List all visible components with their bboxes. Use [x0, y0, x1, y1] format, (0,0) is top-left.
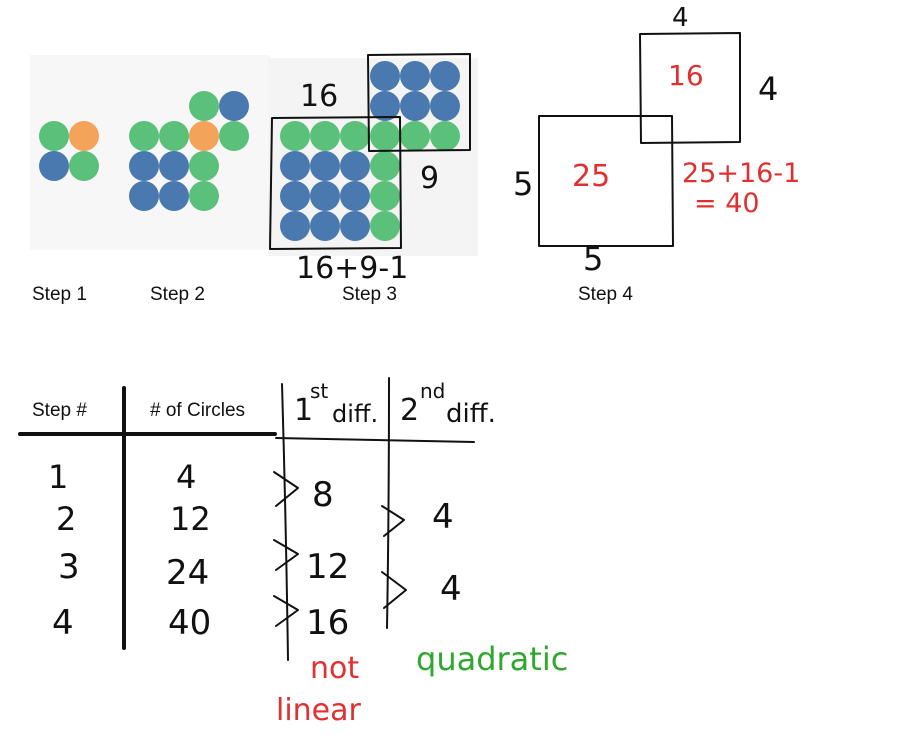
first-diff-3: 16 — [306, 603, 349, 643]
step2-circle — [189, 91, 219, 121]
step3-circle — [340, 211, 370, 241]
step3-circle — [280, 121, 310, 151]
step3-circle — [280, 151, 310, 181]
note-not-label: not — [310, 651, 359, 686]
step2-circle — [189, 151, 219, 181]
step3-circle — [340, 121, 370, 151]
step3-circle — [310, 121, 340, 151]
note-linear-label: linear — [276, 693, 362, 728]
header-second-diff-text: diff. — [446, 399, 496, 429]
step2-circle — [129, 121, 159, 151]
step3-circle — [310, 151, 340, 181]
step2-circle — [219, 121, 249, 151]
step4-large-area-label: 25 — [572, 159, 610, 194]
header-circles: # of Circles — [150, 400, 245, 421]
row3-circles: 24 — [166, 553, 209, 593]
row3-step: 3 — [58, 547, 80, 587]
step3-circle — [370, 151, 400, 181]
step2-circle — [189, 121, 219, 151]
step2-circle — [159, 181, 189, 211]
step1-caption: Step 1 — [32, 284, 87, 305]
step2-circle — [159, 151, 189, 181]
header-step: Step # — [32, 400, 87, 421]
step3-circle — [430, 61, 460, 91]
step3-circle — [370, 181, 400, 211]
difference-table: Step # # of Circles 1 st diff. 2 nd diff… — [20, 378, 568, 728]
row2-circles: 12 — [170, 500, 211, 538]
step2-circle — [189, 181, 219, 211]
step3-small-square-label: 9 — [420, 161, 439, 196]
step2-caption: Step 2 — [150, 284, 205, 305]
second-diff-bracket-2 — [382, 572, 406, 608]
header-second-diff-superscript: nd — [420, 379, 445, 403]
row4-circles: 40 — [168, 603, 211, 643]
header-first-diff-superscript: st — [310, 379, 328, 403]
step3-circle — [370, 211, 400, 241]
second-diff-2: 4 — [440, 569, 462, 609]
first-diff-bracket-3 — [274, 596, 298, 626]
row1-step: 1 — [48, 458, 68, 496]
step4-top-side-label: 4 — [672, 3, 689, 33]
step3-big-square-label: 16 — [300, 79, 338, 114]
step4-sum-line1: 25+16-1 — [682, 158, 800, 189]
step3-circle — [280, 211, 310, 241]
row4-step: 4 — [52, 603, 74, 643]
row2-step: 2 — [56, 500, 76, 538]
step3-circle — [280, 181, 310, 211]
step3-circle — [370, 121, 400, 151]
first-diff-1: 8 — [312, 475, 334, 515]
step3-circle — [400, 91, 430, 121]
step4-right-side-label: 4 — [758, 70, 778, 108]
step3-circle — [430, 91, 460, 121]
step1-circle — [39, 121, 69, 151]
step3-circle — [340, 181, 370, 211]
step4-left-side-label: 5 — [513, 165, 533, 203]
step3-circle — [370, 61, 400, 91]
second-diff-1: 4 — [432, 497, 454, 537]
step2-circle — [219, 91, 249, 121]
step1-circle — [69, 121, 99, 151]
header-first-diff-text: diff. — [332, 400, 378, 428]
step4-bottom-side-label: 5 — [583, 240, 603, 278]
step2-circle — [159, 121, 189, 151]
note-quadratic-label: quadratic — [416, 640, 568, 678]
second-diff-bracket-1 — [382, 506, 404, 536]
step3-circle — [340, 151, 370, 181]
step2-circle — [129, 151, 159, 181]
step3-circle — [400, 61, 430, 91]
diff-header-rule — [276, 438, 474, 442]
second-diff-column-rule — [387, 378, 389, 628]
step4-small-area-label: 16 — [668, 59, 704, 92]
step3-circle — [310, 211, 340, 241]
step2-circle — [129, 181, 159, 211]
step3-circle — [400, 121, 430, 151]
step4-sum-line2: = 40 — [694, 188, 760, 219]
step1-circle — [39, 151, 69, 181]
step3-sum-label: 16+9-1 — [296, 251, 408, 286]
first-diff-2: 12 — [306, 547, 349, 587]
row1-circles: 4 — [176, 458, 196, 496]
step3-caption: Step 3 — [342, 284, 397, 305]
step1-circle — [69, 151, 99, 181]
header-second-diff-number: 2 — [400, 393, 419, 428]
step3-circle — [310, 181, 340, 211]
step3-circle — [430, 121, 460, 151]
step4-caption: Step 4 — [578, 284, 633, 305]
